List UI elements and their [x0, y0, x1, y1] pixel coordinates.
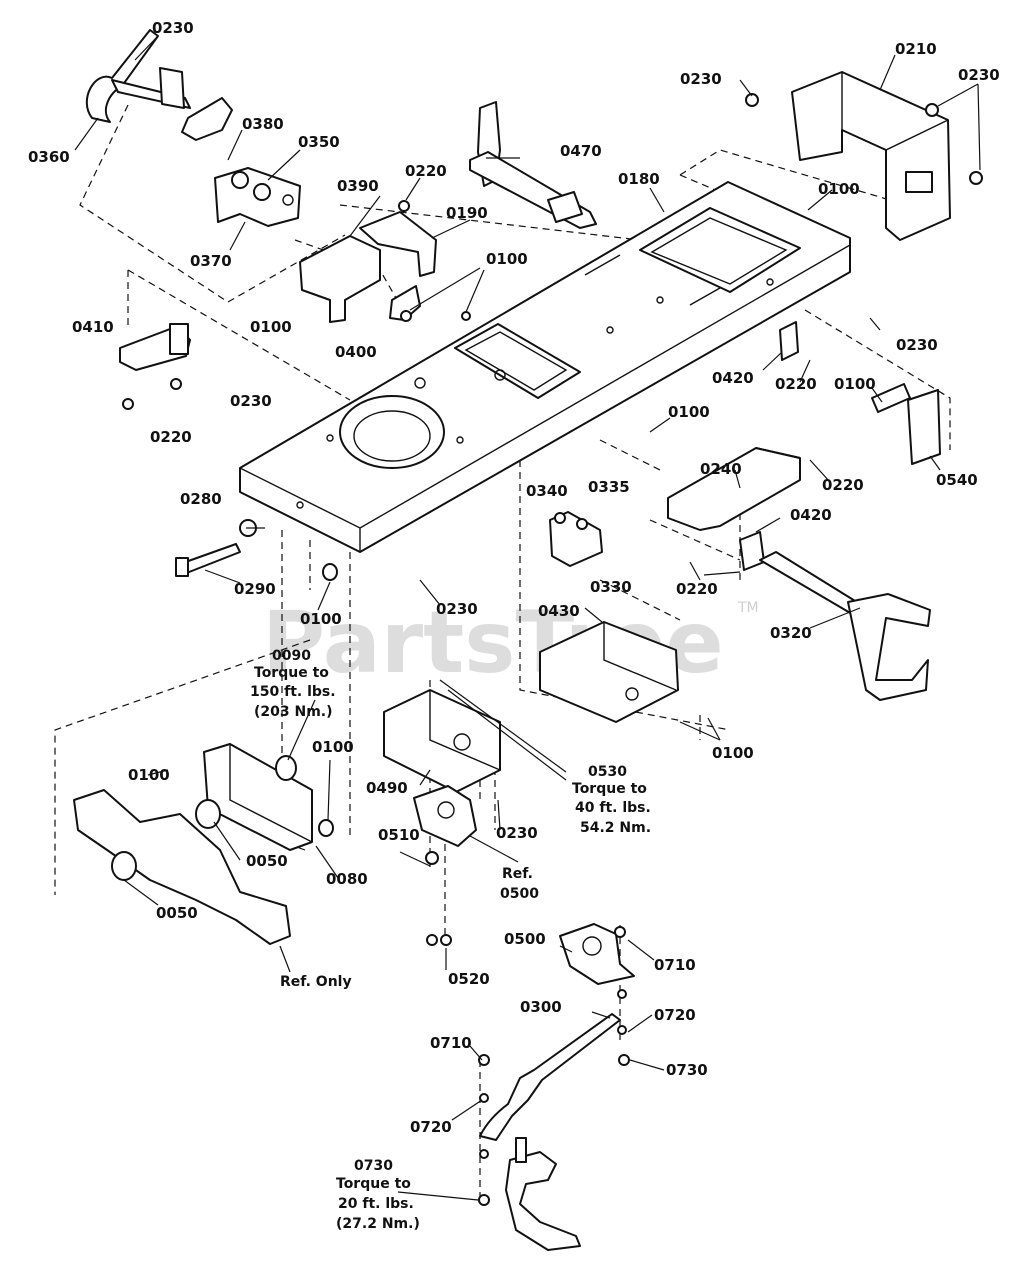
callout-0500: 0500: [504, 930, 546, 948]
callout-0290: 0290: [234, 580, 276, 598]
callout-0380: 0380: [242, 115, 284, 133]
note-ref-0500: Ref. 0500: [500, 866, 539, 902]
bracket-0330: [549, 511, 603, 567]
callout-0230: 0230: [958, 66, 1000, 84]
note-0090: 0090 Torque to 150 ft. lbs. (203 Nm.): [250, 648, 336, 720]
callout-0370: 0370: [190, 252, 232, 270]
callout-0190: 0190: [446, 204, 488, 222]
callout-labels: 0230 0360 0380 0350 0370 0390 0220 0190 …: [28, 19, 1000, 1136]
callout-0230: 0230: [896, 336, 938, 354]
note-ref-0500-line-2: 0500: [500, 886, 539, 902]
callout-0280: 0280: [180, 490, 222, 508]
callout-0230: 0230: [152, 19, 194, 37]
note-0090-line-2: Torque to: [254, 665, 329, 681]
bracket-0490: [383, 689, 501, 847]
callout-0720: 0720: [654, 1006, 696, 1024]
callout-0520: 0520: [448, 970, 490, 988]
callout-0320: 0320: [770, 624, 812, 642]
callout-0230: 0230: [496, 824, 538, 842]
callout-0210: 0210: [895, 40, 937, 58]
callout-0100: 0100: [834, 375, 876, 393]
callout-0220: 0220: [405, 162, 447, 180]
center-brackets: [299, 200, 471, 323]
lift-lever-assembly: [85, 29, 301, 227]
note-0530-line-2: Torque to: [572, 781, 647, 797]
callout-0220: 0220: [822, 476, 864, 494]
note-0530: 0530 Torque to 40 ft. lbs. 54.2 Nm.: [572, 764, 651, 836]
note-ref-only-line-1: Ref. Only: [280, 974, 352, 990]
note-0090-line-4: (203 Nm.): [254, 704, 333, 720]
note-0090-line-1: 0090: [272, 648, 311, 664]
callout-0180: 0180: [618, 170, 660, 188]
callout-0490: 0490: [366, 779, 408, 797]
steering-linkage-lower: [425, 851, 635, 1251]
callout-0350: 0350: [298, 133, 340, 151]
callout-0360: 0360: [28, 148, 70, 166]
callout-0100: 0100: [818, 180, 860, 198]
callout-0710: 0710: [430, 1034, 472, 1052]
note-0530-line-4: 54.2 Nm.: [580, 820, 651, 836]
bolt-0290: [175, 519, 257, 577]
callout-0220: 0220: [775, 375, 817, 393]
callout-0510: 0510: [378, 826, 420, 844]
note-0090-line-3: 150 ft. lbs.: [250, 684, 336, 700]
note-0730: 0730 Torque to 20 ft. lbs. (27.2 Nm.): [336, 1158, 420, 1232]
note-0530-line-1: 0530: [588, 764, 627, 780]
callout-0340: 0340: [526, 482, 568, 500]
note-ref-only: Ref. Only: [280, 974, 352, 990]
callout-0420: 0420: [712, 369, 754, 387]
callout-0730: 0730: [666, 1061, 708, 1079]
note-0530-line-3: 40 ft. lbs.: [575, 800, 651, 816]
note-0730-line-2: Torque to: [336, 1176, 411, 1192]
callout-0230: 0230: [680, 70, 722, 88]
note-ref-0500-line-1: Ref.: [502, 866, 533, 882]
callout-0100: 0100: [668, 403, 710, 421]
callout-0410: 0410: [72, 318, 114, 336]
callout-0390: 0390: [337, 177, 379, 195]
callout-0720: 0720: [410, 1118, 452, 1136]
leader-lines: [74, 35, 981, 1201]
callout-0100: 0100: [300, 610, 342, 628]
callout-0400: 0400: [335, 343, 377, 361]
callout-0240: 0240: [700, 460, 742, 478]
front-axle-assembly: [73, 563, 338, 945]
callout-0540: 0540: [936, 471, 978, 489]
callout-0230: 0230: [436, 600, 478, 618]
note-0730-line-3: 20 ft. lbs.: [338, 1196, 414, 1212]
bracket-0410: [119, 323, 191, 410]
callout-0430: 0430: [538, 602, 580, 620]
note-0730-line-4: (27.2 Nm.): [336, 1216, 420, 1232]
callout-0230: 0230: [230, 392, 272, 410]
callout-0470: 0470: [560, 142, 602, 160]
watermark-trademark: TM: [737, 600, 759, 616]
callout-0100: 0100: [250, 318, 292, 336]
callout-0100: 0100: [312, 738, 354, 756]
callout-0220: 0220: [676, 580, 718, 598]
callout-0420: 0420: [790, 506, 832, 524]
main-frame: [239, 181, 851, 553]
callout-0050: 0050: [246, 852, 288, 870]
callout-0100: 0100: [486, 250, 528, 268]
callout-0100: 0100: [712, 744, 754, 762]
callout-0080: 0080: [326, 870, 368, 888]
note-0730-line-1: 0730: [354, 1158, 393, 1174]
callout-0330: 0330: [590, 578, 632, 596]
shaft-0470: [469, 101, 597, 229]
callout-0100: 0100: [128, 766, 170, 784]
callout-0050: 0050: [156, 904, 198, 922]
callout-0220: 0220: [150, 428, 192, 446]
linkage-0320: [759, 551, 931, 701]
callout-0335: 0335: [588, 478, 630, 496]
bracket-0430: [539, 621, 679, 723]
callout-0300: 0300: [520, 998, 562, 1016]
right-brackets: [667, 321, 941, 571]
callout-0710: 0710: [654, 956, 696, 974]
bracket-0210: [745, 71, 983, 241]
